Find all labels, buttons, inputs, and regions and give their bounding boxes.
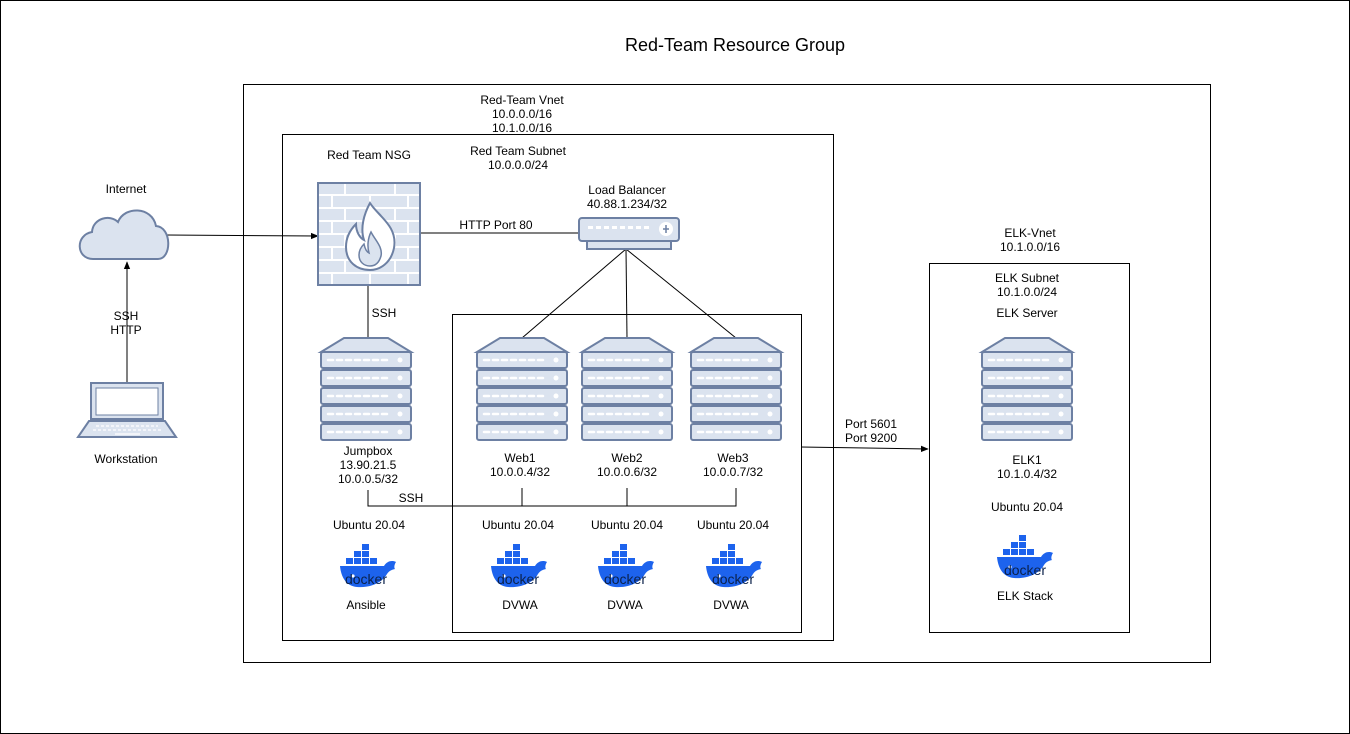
elk1-ip: 10.1.0.4/32 xyxy=(996,467,1058,481)
workstation-link-ssh: SSH xyxy=(113,309,139,323)
internet-to-nsg-link xyxy=(165,232,319,240)
elk-subnet-cidr: 10.1.0.0/24 xyxy=(996,285,1058,299)
elk1-os: Ubuntu 20.04 xyxy=(990,500,1064,514)
web2-container-app: DVWA xyxy=(607,598,643,612)
elk-vnet-cidr: 10.1.0.0/16 xyxy=(999,240,1061,254)
elk-link-port-5601: Port 5601 xyxy=(844,417,898,431)
nsg-to-jumpbox-link-label: SSH xyxy=(371,306,397,320)
web1-name: Web1 xyxy=(504,451,536,465)
jumpbox-name: Jumpbox xyxy=(343,444,393,458)
load-balancer-name: Load Balancer xyxy=(588,183,666,197)
elk-subnet-name: ELK Subnet xyxy=(994,271,1060,285)
elk-subnet-box xyxy=(929,263,1130,633)
elk1-server-icon xyxy=(980,336,1074,442)
red-team-subnet-box xyxy=(282,134,834,641)
jumpbox-container-app: Ansible xyxy=(346,598,386,612)
jumpbox-os: Ubuntu 20.04 xyxy=(332,518,406,532)
load-balancer-icon xyxy=(578,217,680,250)
elk1-name: ELK1 xyxy=(1012,453,1042,467)
web1-server-icon xyxy=(475,336,569,442)
elk-vnet-name: ELK-Vnet xyxy=(1004,226,1056,240)
vnet-name: Red-Team Vnet xyxy=(480,93,564,107)
jumpbox-to-webs-ssh-link xyxy=(367,488,737,507)
jumpbox-server-icon xyxy=(319,336,413,442)
jumpbox-public-ip: 13.90.21.5 xyxy=(339,458,397,472)
web-to-elk-link xyxy=(800,445,929,453)
web1-ip: 10.0.0.4/32 xyxy=(489,465,551,479)
subnet-cidr: 10.0.0.0/24 xyxy=(487,158,549,172)
web3-ip: 10.0.0.7/32 xyxy=(702,465,764,479)
nsg-name: Red Team NSG xyxy=(327,148,411,162)
web1-container-app: DVWA xyxy=(502,598,538,612)
web2-os: Ubuntu 20.04 xyxy=(590,518,664,532)
jumpbox-to-webs-link-label: SSH xyxy=(398,491,424,505)
red-team-vnet-box xyxy=(243,84,1211,663)
jumpbox-private-ip: 10.0.0.5/32 xyxy=(337,472,399,486)
docker-text-web2: docker xyxy=(603,571,647,587)
web3-os: Ubuntu 20.04 xyxy=(696,518,770,532)
load-balancer-ip: 40.88.1.234/32 xyxy=(586,197,668,211)
vnet-cidr-2: 10.1.0.0/16 xyxy=(491,121,553,135)
web2-ip: 10.0.0.6/32 xyxy=(596,465,658,479)
docker-text-web3: docker xyxy=(711,571,755,587)
web3-name: Web3 xyxy=(717,451,749,465)
docker-text-jumpbox: docker xyxy=(344,571,388,587)
lb-to-web3-link xyxy=(625,248,737,339)
web2-name: Web2 xyxy=(611,451,643,465)
lb-to-web1-link xyxy=(521,248,627,339)
web3-server-icon xyxy=(689,336,783,442)
vnet-cidr-1: 10.0.0.0/16 xyxy=(491,107,553,121)
cloud-icon xyxy=(78,209,170,260)
subnet-name: Red Team Subnet xyxy=(470,144,566,158)
elk1-container-app: ELK Stack xyxy=(996,589,1054,603)
laptop-icon xyxy=(76,382,178,438)
web2-server-icon xyxy=(580,336,674,442)
workstation-label: Workstation xyxy=(94,452,158,466)
web3-container-app: DVWA xyxy=(713,598,749,612)
resource-group-title: Red-Team Resource Group xyxy=(624,35,846,55)
nsg-to-lb-link-label: HTTP Port 80 xyxy=(459,218,533,232)
internet-label: Internet xyxy=(105,182,147,196)
elk-server-label: ELK Server xyxy=(996,306,1058,320)
workstation-link-http: HTTP xyxy=(110,323,142,337)
elk-link-port-9200: Port 9200 xyxy=(844,431,898,445)
docker-text-elk1: docker xyxy=(1003,562,1047,578)
docker-text-web1: docker xyxy=(496,571,540,587)
lb-to-web2-link xyxy=(625,248,628,339)
web1-os: Ubuntu 20.04 xyxy=(481,518,555,532)
firewall-icon xyxy=(317,182,421,286)
